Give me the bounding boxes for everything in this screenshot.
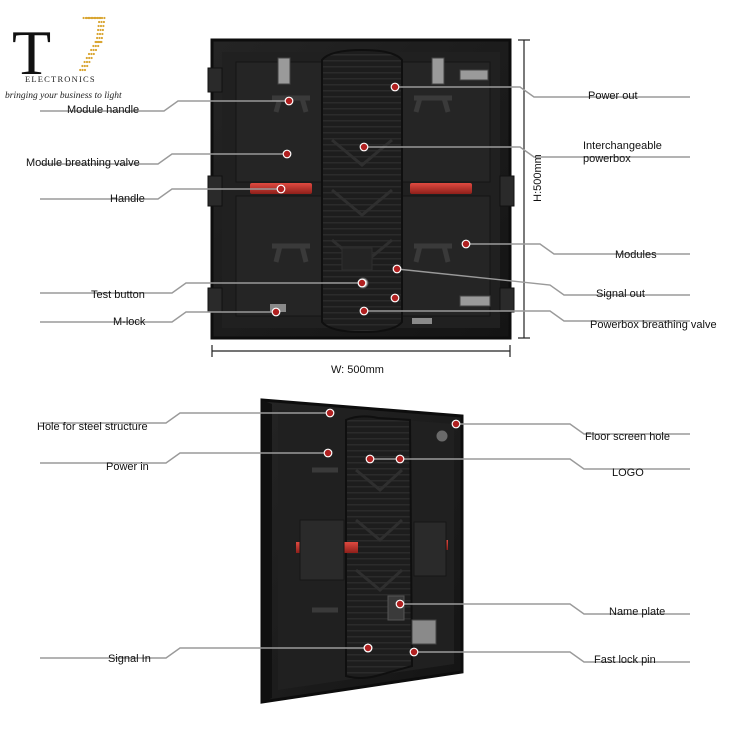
label-m-lock: M-lock — [113, 316, 146, 328]
logo-dotted-j — [79, 16, 106, 72]
leader-powerbox-breathing-valve — [364, 310, 690, 322]
marker-hole-for-steel-structure — [325, 408, 335, 418]
marker-secondary — [395, 454, 405, 464]
module-top-right — [401, 61, 491, 183]
company-logo: T — [6, 12, 126, 107]
marker-m-lock — [271, 307, 281, 317]
marker-name-plate — [395, 599, 405, 609]
label-power-out: Power out — [588, 90, 638, 102]
leader-modules — [466, 243, 690, 255]
logo-letter-t: T — [12, 17, 51, 88]
handle-right — [410, 183, 472, 194]
label-signal-out: Signal out — [596, 288, 645, 300]
label-interchangeable-powerbox: Interchangeable powerbox — [583, 140, 662, 165]
marker-modules — [461, 239, 471, 249]
marker-module-handle — [284, 96, 294, 106]
marker-floor-screen-hole — [451, 419, 461, 429]
label-hole-for-steel-structure: Hole for steel structure — [37, 421, 148, 433]
leader-module-breathing-valve — [40, 153, 287, 165]
marker-handle — [276, 184, 286, 194]
leader-fast-lock-pin — [414, 651, 690, 663]
logo-tagline: bringing your business to light — [5, 91, 122, 101]
marker-signal-out — [392, 264, 402, 274]
leader-signal-out — [396, 268, 690, 296]
logo-company-name: ELECTRONICS — [25, 74, 96, 84]
label-fast-lock-pin: Fast lock pin — [594, 654, 656, 666]
signal-out-connector — [459, 295, 491, 307]
marker-module-breathing-valve — [282, 149, 292, 159]
label-modules: Modules — [615, 249, 657, 261]
bottom-cabinet — [260, 398, 464, 704]
marker-interchangeable-powerbox — [359, 142, 369, 152]
label-logo: LOGO — [612, 467, 644, 479]
fast-lock-pin-shape — [411, 619, 437, 645]
leader-m-lock — [40, 311, 276, 323]
leader-name-plate — [400, 603, 690, 615]
marker-powerbox-breathing-valve — [359, 306, 369, 316]
marker-power-out — [390, 82, 400, 92]
leader-handle — [40, 188, 281, 200]
marker-fast-lock-pin — [409, 647, 419, 657]
power-out-connector — [459, 69, 489, 81]
marker-secondary — [363, 643, 373, 653]
leader-lines — [40, 86, 690, 663]
label-floor-screen-hole: Floor screen hole — [585, 431, 670, 443]
leader-module-handle — [40, 100, 289, 112]
leader-power-out — [395, 86, 690, 98]
marker-logo — [365, 454, 375, 464]
marker-secondary — [390, 293, 400, 303]
top-cabinet — [207, 38, 530, 357]
label-test-button: Test button — [91, 289, 145, 301]
marker-test-button — [357, 278, 367, 288]
label-module-breathing-valve: Module breathing valve — [26, 157, 140, 169]
leader-logo — [370, 458, 690, 470]
callout-markers — [271, 82, 471, 657]
leader-floor-screen-hole — [456, 423, 690, 435]
marker-power-in — [323, 448, 333, 458]
height-label: H:500mm — [532, 154, 544, 202]
leader-power-in — [40, 452, 328, 464]
label-handle: Handle — [110, 193, 145, 205]
label-power-in: Power in — [106, 461, 149, 473]
leader-test-button — [40, 282, 362, 294]
label-powerbox-breathing-valve: Powerbox breathing valve — [590, 319, 717, 331]
label-name-plate: Name plate — [609, 606, 666, 618]
label-signal-in: Signal In — [108, 653, 151, 665]
width-label: W: 500mm — [331, 364, 384, 376]
tj-logo-mark: T — [12, 16, 106, 88]
leader-signal-in — [40, 647, 368, 659]
leader-interchangeable-powerbox — [364, 146, 690, 158]
leader-hole-for-steel-structure — [40, 412, 330, 424]
label-module-handle: Module handle — [67, 104, 140, 116]
